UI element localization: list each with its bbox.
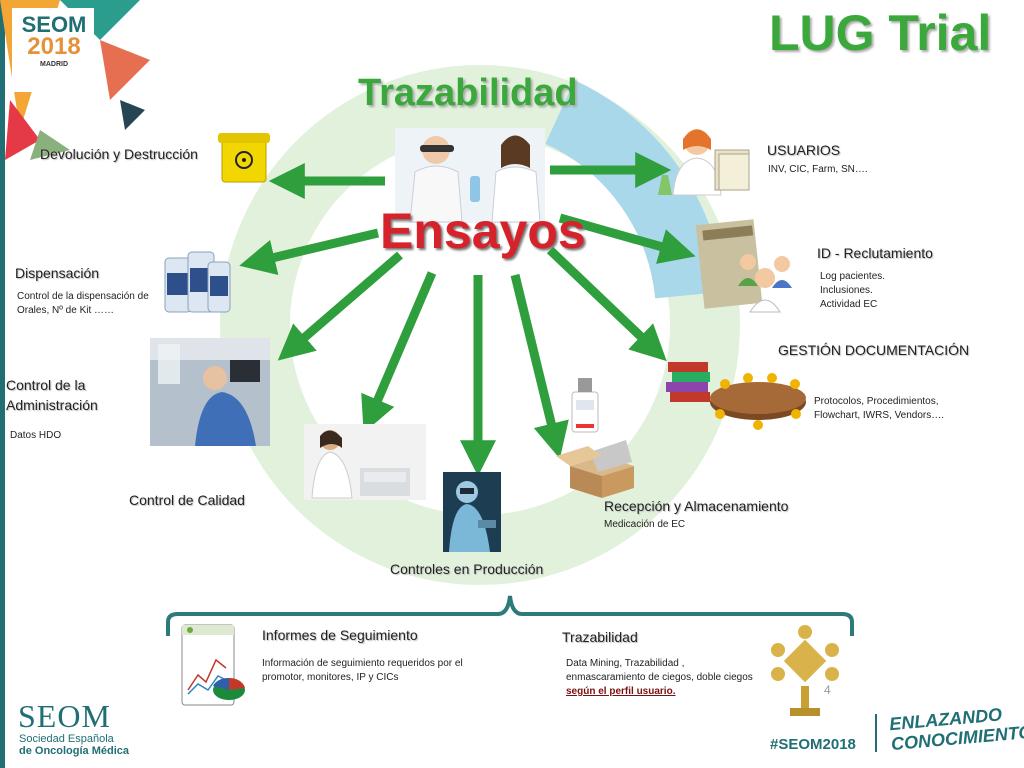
node-gestion-label: GESTIÓN DOCUMENTACIÓN — [778, 342, 970, 358]
node-control-admin-desc: Datos HDO — [10, 430, 62, 441]
user-with-folders-icon — [658, 129, 750, 196]
lab-scientists-image — [395, 128, 545, 223]
trazabilidad-desc-line: Data Mining, Trazabilidad , — [566, 658, 685, 669]
disp-desc-line: Orales, Nº de Kit …… — [17, 305, 115, 316]
arrow-id-reclutamiento — [558, 213, 696, 264]
seom-2018-logo: SEOM 2018 MADRID — [18, 14, 90, 72]
node-recepcion-label: Recepción y Almacenamiento — [604, 498, 789, 514]
books-icon — [666, 362, 710, 402]
trazabilidad-emphasis: según el perfil usuario. — [566, 686, 676, 697]
arrow-gestion — [546, 246, 667, 362]
trazabilidad-desc: Data Mining, Trazabilidad , enmascaramie… — [566, 657, 753, 699]
logo-line-seom: SEOM — [21, 12, 87, 37]
medicine-bottles-icon — [164, 251, 231, 313]
usb-logger-icon — [571, 378, 599, 433]
logo-line-city: MADRID — [40, 61, 68, 68]
report-chart-icon — [181, 624, 245, 706]
footer-org-line: Sociedad Española — [19, 733, 114, 745]
node-recepcion-desc: Medicación de EC — [604, 519, 686, 530]
informes-desc-line: Información de seguimiento requeridos po… — [262, 658, 463, 669]
node-control-calidad-label: Control de Calidad — [129, 492, 245, 508]
id-desc-line: Inclusiones. — [820, 285, 873, 296]
medical-records-icon — [695, 219, 792, 313]
puzzle-trophy-icon — [771, 625, 839, 716]
meeting-table-icon — [710, 373, 806, 430]
id-desc-line: Actividad EC — [820, 299, 878, 310]
lab-worker-image — [304, 424, 426, 500]
logo-line-year: 2018 — [27, 33, 81, 60]
node-gestion-desc: Protocolos, Procedimientos, Flowchart, I… — [814, 395, 944, 423]
footer-hashtag: #SEOM2018 — [770, 736, 856, 753]
node-devolucion-label: Devolución y Destrucción — [40, 146, 198, 162]
arrows — [239, 152, 696, 477]
footer-org-name: Sociedad Española de Oncología Médica — [19, 733, 129, 757]
gestion-desc-line: Protocolos, Procedimientos, — [814, 396, 939, 407]
node-dispensacion-label: Dispensación — [15, 265, 100, 281]
arrow-control-admin — [277, 251, 403, 361]
page-title: LUG Trial — [769, 5, 992, 61]
trazabilidad-title: Trazabilidad — [562, 629, 638, 645]
informes-title: Informes de Seguimiento — [262, 627, 418, 643]
hospital-patient-image — [150, 338, 270, 446]
node-usuarios-label: USUARIOS — [767, 142, 841, 158]
informes-desc-line: promotor, monitores, IP y CICs — [262, 672, 399, 683]
arrow-recepcion — [510, 273, 569, 459]
center-node-label: Ensayos — [380, 203, 586, 259]
node-usuarios-desc: INV, CIC, Farm, SN…. — [768, 164, 868, 175]
node-controles-prod-label: Controles en Producción — [390, 561, 544, 577]
control-admin-line: Administración — [6, 397, 98, 413]
node-control-admin-label: Control de la Administración — [6, 375, 98, 415]
node-id-reclutamiento-label: ID - Reclutamiento — [817, 245, 933, 261]
seom-2018-logo-box — [12, 8, 94, 92]
node-dispensacion-desc: Control de la dispensación de Orales, Nº… — [17, 290, 149, 318]
left-accent-strip — [0, 0, 5, 768]
bottom-brace — [166, 595, 854, 636]
footer-seom-logo: SEOM — [18, 698, 111, 734]
arrow-control-calidad — [361, 271, 437, 433]
cleanroom-worker-image — [443, 472, 501, 552]
disp-desc-line: Control de la dispensación de — [17, 291, 149, 302]
informes-desc: Información de seguimiento requeridos po… — [262, 657, 463, 685]
page-number: 4 — [824, 683, 831, 697]
gestion-desc-line: Flowchart, IWRS, Vendors…. — [814, 410, 945, 421]
diagram-subtitle: Trazabilidad — [358, 72, 578, 114]
arrow-dispensacion — [239, 228, 380, 275]
node-id-reclutamiento-desc: Log pacientes. Inclusiones. Actividad EC — [820, 270, 885, 312]
open-box-icon — [556, 440, 634, 498]
footer-org-line: de Oncología Médica — [19, 745, 130, 757]
trazabilidad-desc-line: enmascaramiento de ciegos, doble ciegos — [566, 672, 753, 683]
id-desc-line: Log pacientes. — [820, 271, 886, 282]
biohazard-bin-icon — [218, 133, 270, 183]
control-admin-line: Control de la — [6, 377, 86, 393]
